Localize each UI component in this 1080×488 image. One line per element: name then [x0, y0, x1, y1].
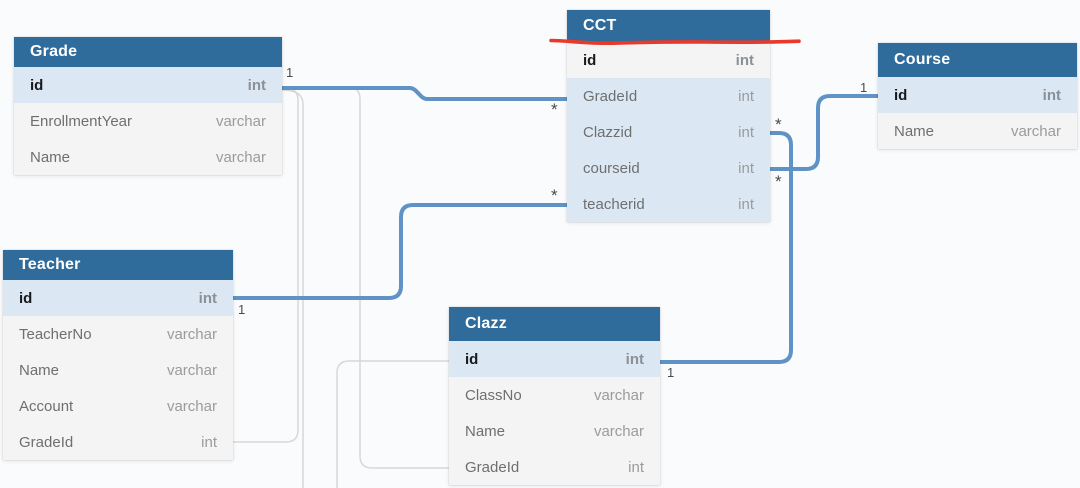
column-name: Account	[19, 397, 74, 415]
table-cct-header[interactable]: CCT	[567, 10, 770, 42]
column-name: id	[465, 350, 479, 368]
table-teacher-header[interactable]: Teacher	[3, 250, 233, 280]
table-teacher-row-account[interactable]: Account varchar	[3, 388, 233, 424]
table-cct-row-courseid[interactable]: courseid int	[567, 150, 770, 186]
wire-teacher-cct[interactable]	[231, 203, 570, 300]
wire-clazz-cct[interactable]	[658, 131, 793, 364]
table-clazz-row-classno[interactable]: ClassNo varchar	[449, 377, 660, 413]
wire-course-cct[interactable]	[768, 94, 881, 171]
column-name: ClassNo	[465, 386, 522, 404]
table-course[interactable]: Course id int Name varchar	[878, 43, 1077, 149]
table-teacher-row-gradeid[interactable]: GradeId int	[3, 424, 233, 460]
table-teacher-row-teacherno[interactable]: TeacherNo varchar	[3, 316, 233, 352]
column-type: varchar	[215, 148, 266, 166]
table-title: CCT	[583, 17, 617, 34]
column-name: Name	[894, 122, 935, 140]
column-name: id	[583, 51, 597, 69]
table-cct[interactable]: CCT id int GradeId int Clazzid int cours…	[567, 10, 770, 222]
table-teacher[interactable]: Teacher id int TeacherNo varchar Name va…	[3, 250, 233, 460]
column-type: varchar	[166, 361, 217, 379]
table-teacher-row-id[interactable]: id int	[3, 280, 233, 316]
wire-grade-clazz-gradeid[interactable]	[281, 86, 450, 469]
column-name: TeacherNo	[19, 325, 92, 343]
column-type: int	[738, 123, 754, 141]
column-name: GradeId	[583, 87, 638, 105]
column-type: int	[738, 195, 754, 213]
table-cct-row-clazzid[interactable]: Clazzid int	[567, 114, 770, 150]
column-name: Clazzid	[583, 123, 633, 141]
table-course-row-name[interactable]: Name varchar	[878, 113, 1077, 149]
column-name: GradeId	[465, 458, 520, 476]
column-type: int	[1042, 86, 1061, 104]
column-type: int	[628, 458, 644, 476]
table-clazz[interactable]: Clazz id int ClassNo varchar Name varcha…	[449, 307, 660, 485]
cardinality-clazz-one: 1	[667, 365, 675, 380]
table-cct-row-id[interactable]: id int	[567, 42, 770, 78]
column-type: int	[201, 433, 217, 451]
cardinality-cct-clazzid-many: *	[775, 115, 782, 134]
column-name: id	[30, 76, 44, 94]
column-type: int	[738, 87, 754, 105]
table-title: Grade	[30, 43, 78, 60]
column-type: varchar	[166, 397, 217, 415]
table-clazz-row-gradeid[interactable]: GradeId int	[449, 449, 660, 485]
cardinality-cct-courseid-many: *	[775, 172, 782, 191]
column-name: id	[894, 86, 908, 104]
column-type: varchar	[215, 112, 266, 130]
table-title: Clazz	[465, 315, 507, 332]
column-type: varchar	[166, 325, 217, 343]
table-cct-row-teacherid[interactable]: teacherid int	[567, 186, 770, 222]
table-grade-header[interactable]: Grade	[14, 37, 282, 67]
column-type: int	[625, 350, 644, 368]
column-type: int	[735, 51, 754, 69]
cardinality-cct-gradeid-many: *	[551, 100, 558, 119]
table-course-header[interactable]: Course	[878, 43, 1077, 77]
cardinality-cct-teacherid-many: *	[551, 186, 558, 205]
column-type: int	[247, 76, 266, 94]
column-type: int	[198, 289, 217, 307]
column-name: Name	[30, 148, 71, 166]
table-grade-row-name[interactable]: Name varchar	[14, 139, 282, 175]
column-type: varchar	[593, 386, 644, 404]
column-name: Name	[19, 361, 60, 379]
table-teacher-row-name[interactable]: Name varchar	[3, 352, 233, 388]
table-grade-row-id[interactable]: id int	[14, 67, 282, 103]
column-type: varchar	[1010, 122, 1061, 140]
table-title: Course	[894, 51, 951, 68]
table-grade-row-enrollmentyear[interactable]: EnrollmentYear varchar	[14, 103, 282, 139]
table-clazz-header[interactable]: Clazz	[449, 307, 660, 341]
cardinality-grade-one: 1	[286, 65, 294, 80]
table-title: Teacher	[19, 256, 81, 273]
table-cct-row-gradeid[interactable]: GradeId int	[567, 78, 770, 114]
column-name: Name	[465, 422, 506, 440]
column-name: courseid	[583, 159, 640, 177]
cardinality-teacher-one: 1	[238, 302, 246, 317]
column-name: EnrollmentYear	[30, 112, 133, 130]
column-type: int	[738, 159, 754, 177]
wire-clazz-offscreen[interactable]	[336, 360, 450, 488]
wire-grade-cct[interactable]	[280, 86, 570, 101]
cardinality-course-one: 1	[860, 80, 868, 95]
wire-grade-offscreen[interactable]	[281, 89, 304, 488]
column-name: id	[19, 289, 33, 307]
table-clazz-row-name[interactable]: Name varchar	[449, 413, 660, 449]
column-type: varchar	[593, 422, 644, 440]
column-name: GradeId	[19, 433, 74, 451]
column-name: teacherid	[583, 195, 645, 213]
table-course-row-id[interactable]: id int	[878, 77, 1077, 113]
table-clazz-row-id[interactable]: id int	[449, 341, 660, 377]
table-grade[interactable]: Grade id int EnrollmentYear varchar Name…	[14, 37, 282, 175]
